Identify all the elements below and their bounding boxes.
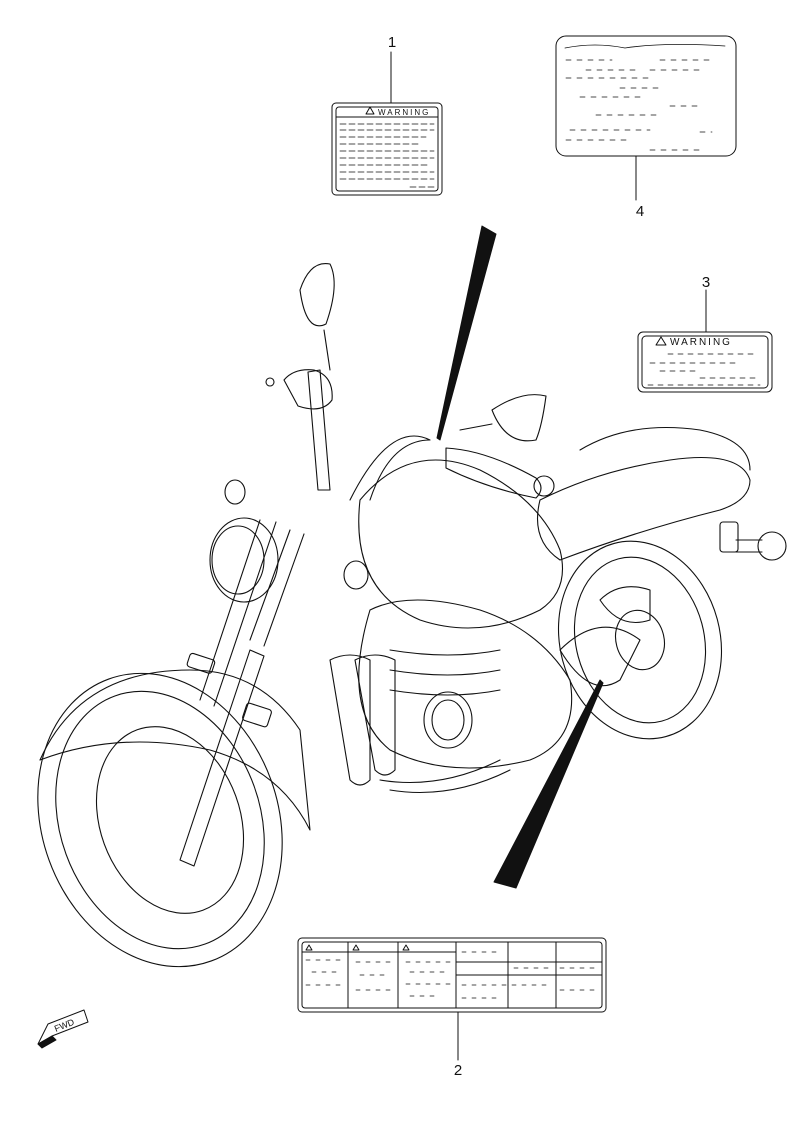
front-fender: [39, 669, 311, 831]
label-2-text-lines: [305, 951, 599, 999]
label-1-text-lines: [339, 123, 435, 188]
pointer-to-label-2-location: [493, 679, 604, 889]
rear-wheel: [557, 540, 723, 740]
callout-number-2[interactable]: 2: [453, 1062, 463, 1079]
warning-triangle-icon: [305, 944, 313, 951]
label-4-text-lines: [565, 59, 713, 151]
label-1-warning-sticker[interactable]: WARNING: [331, 51, 443, 196]
label-3-heading: WARNING: [670, 337, 732, 348]
rear-cowl: [579, 426, 751, 471]
left-handlebar-mirror: [265, 262, 335, 491]
label-4-info-sticker[interactable]: [555, 35, 737, 201]
warning-triangle-icon: [365, 106, 375, 115]
motorcycle-outline: [37, 262, 787, 968]
rear-shock: [599, 586, 651, 624]
label-2-caution-sticker[interactable]: [297, 937, 607, 1061]
swing-arm: [559, 626, 641, 687]
callout-pointers: [436, 225, 604, 889]
exhaust-pipes: [329, 654, 511, 794]
label-3-warning-sticker[interactable]: WARNING: [637, 289, 773, 393]
callout-number-3[interactable]: 3: [701, 274, 711, 291]
tail-light: [719, 521, 787, 561]
label-1-heading: WARNING: [378, 108, 430, 117]
warning-triangle-icon: [352, 944, 360, 951]
warning-triangle-icon: [402, 944, 410, 951]
fuel-tank: [358, 459, 564, 629]
engine: [358, 599, 573, 769]
seat: [536, 457, 751, 561]
handlebar-bend: [349, 435, 431, 501]
label-4-script-heading: [564, 44, 726, 49]
right-handlebar-mirror: [445, 394, 555, 499]
front-forks: [179, 519, 305, 867]
callout-number-4[interactable]: 4: [635, 203, 645, 220]
front-wheel: [37, 672, 283, 968]
label-3-text-lines: [647, 353, 761, 386]
headlight: [209, 479, 369, 603]
pointer-to-label-1-location: [436, 225, 497, 441]
warning-triangle-icon: [655, 336, 667, 346]
fwd-direction-badge: FWD: [37, 1009, 89, 1049]
callout-number-1[interactable]: 1: [387, 34, 397, 51]
